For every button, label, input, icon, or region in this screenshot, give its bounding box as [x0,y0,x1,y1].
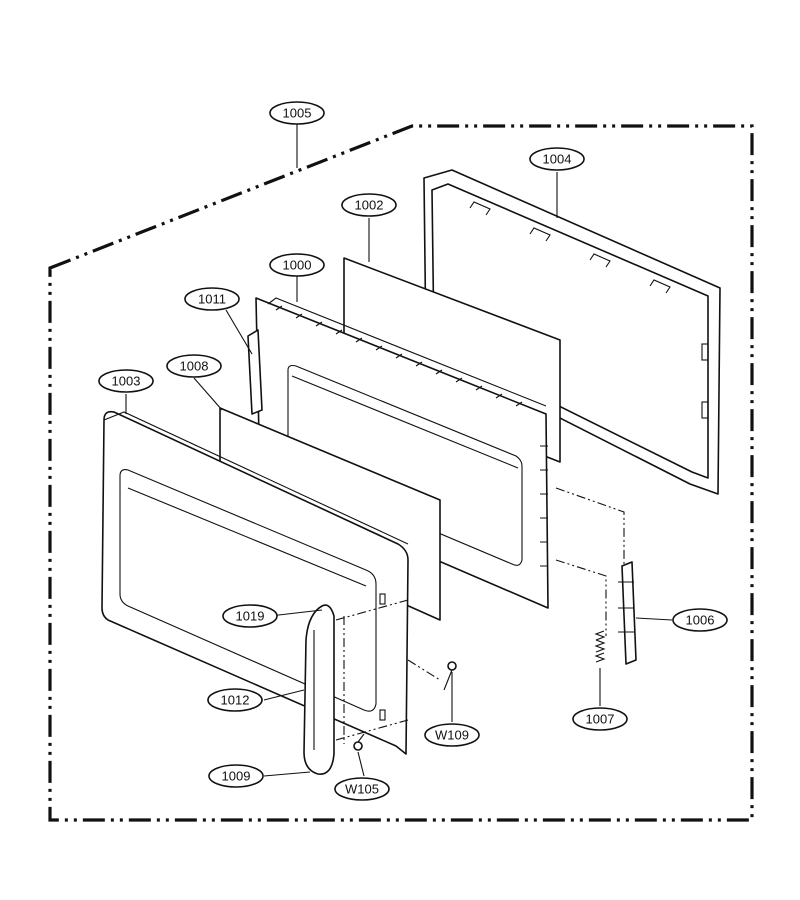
leader-1006 [635,617,673,621]
part-1006-latch [621,561,637,665]
callout-1007: 1007 [572,707,628,731]
callout-1000: 1000 [269,253,325,277]
part-1009-handle [303,604,335,775]
leader-1011 [225,309,253,355]
callout-1008: 1008 [166,354,222,378]
callout-w105: W105 [334,777,390,801]
callout-1004: 1004 [529,147,585,171]
callout-w109: W109 [424,723,480,747]
callout-1009: 1009 [208,764,264,788]
callout-1019-label: 1019 [236,609,265,624]
callout-1002: 1002 [341,193,397,217]
part-1011-bracket [247,329,263,415]
assembly-line-handle [335,599,409,741]
leader-1019 [269,609,323,617]
callout-1009-label: 1009 [222,769,251,784]
part-1007-spring [594,630,606,663]
callout-1003: 1003 [98,369,154,393]
part-1004-frame [423,169,721,495]
callout-1006-label: 1006 [686,613,715,628]
callout-1011: 1011 [184,287,240,311]
part-w109-screw [443,661,457,691]
leader-1012 [263,689,305,701]
callout-1002-label: 1002 [355,198,384,213]
callout-1005: 1005 [269,101,325,125]
callout-1003-label: 1003 [112,374,141,389]
leader-1008 [193,377,223,411]
callout-1019: 1019 [222,604,278,628]
assembly-line-latch-lower [555,559,607,636]
callout-w105-label: W105 [345,782,379,797]
assembly-line-latch-upper [555,487,625,566]
assembly-line-screw-w109 [407,659,441,681]
callout-1007-label: 1007 [586,712,615,727]
callout-w109-label: W109 [435,728,469,743]
callout-1012-label: 1012 [221,693,250,708]
callout-1005-label: 1005 [283,106,312,121]
callout-1000-label: 1000 [283,258,312,273]
assembly-boundary-1005 [48,124,754,822]
callout-1008-label: 1008 [180,359,209,374]
leader-w105 [357,751,365,777]
callout-1004-label: 1004 [543,152,572,167]
leader-1009 [263,771,311,777]
callout-1011-label: 1011 [198,292,226,307]
callout-1006: 1006 [672,608,728,632]
part-w105-screw [353,733,365,751]
part-1000-inner-panel [255,297,549,609]
callout-1012: 1012 [207,688,263,712]
